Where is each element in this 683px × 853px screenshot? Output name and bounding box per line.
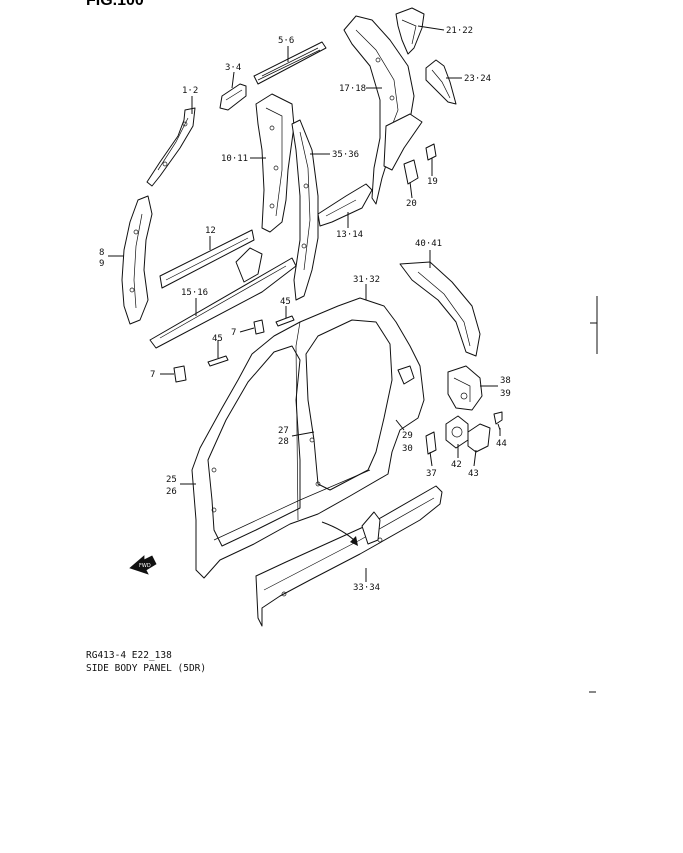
- label-part-45-lower: 45: [212, 334, 223, 344]
- label-part-10-11: 10·11: [221, 154, 248, 164]
- caption-code: RG413-4 E22_138: [86, 650, 172, 661]
- caption-title: SIDE BODY PANEL (5DR): [86, 663, 206, 674]
- leader-lines: [108, 25, 501, 582]
- part-side-body-outer: [191, 297, 425, 579]
- part-plate-45-upper: [275, 315, 295, 327]
- part-a-pillar-strip: [146, 107, 196, 187]
- part-wheelhouse-ext: [399, 261, 481, 357]
- label-part-15-16: 15·16: [181, 288, 208, 298]
- part-sill-reinforcement: [159, 229, 255, 289]
- label-part-44: 44: [496, 439, 507, 449]
- label-part-19: 19: [427, 177, 438, 187]
- assembly-arrow-head: [350, 536, 358, 546]
- label-part-29: 29: [402, 431, 413, 441]
- label-part-25: 25: [166, 475, 177, 485]
- part-hinge-pillar: [121, 195, 153, 325]
- label-part-8: 8: [99, 248, 104, 258]
- label-part-40-41: 40·41: [415, 239, 442, 249]
- label-part-20: 20: [406, 199, 417, 209]
- part-clip: [425, 143, 437, 161]
- part-screw: [493, 411, 503, 431]
- front-arrow-icon: FWD: [129, 555, 157, 575]
- part-roof-bracket: [219, 83, 247, 111]
- label-part-5-6: 5·6: [278, 36, 294, 46]
- label-part-31-32: 31·32: [353, 275, 380, 285]
- part-upper-bracket: [395, 7, 425, 55]
- part-c-pillar-inner: [291, 119, 319, 301]
- label-part-1-2: 1·2: [182, 86, 198, 96]
- part-fuel-lid: [467, 423, 491, 453]
- label-part-3-4: 3·4: [225, 63, 241, 73]
- label-part-42: 42: [451, 460, 462, 470]
- part-rear-bracket: [447, 365, 483, 411]
- label-part-7-upper: 7: [231, 328, 236, 338]
- label-part-9: 9: [99, 259, 104, 269]
- label-part-28: 28: [278, 437, 289, 447]
- part-b-pillar-inner: [255, 93, 295, 233]
- label-part-45-upper: 45: [280, 297, 291, 307]
- part-inner-sill: [149, 247, 297, 349]
- label-part-12: 12: [205, 226, 216, 236]
- part-block-7-upper: [253, 319, 265, 335]
- part-quarter-inner: [343, 15, 423, 205]
- part-plate: [403, 159, 419, 185]
- label-part-27: 27: [278, 426, 289, 436]
- part-plate-45-lower: [207, 355, 229, 367]
- label-part-26: 26: [166, 487, 177, 497]
- front-arrow-text: FWD: [139, 563, 151, 569]
- margin-marks: [589, 296, 598, 693]
- part-block-7-lower: [173, 365, 187, 383]
- part-filler-housing: [445, 415, 469, 449]
- label-part-7-lower: 7: [150, 370, 155, 380]
- part-rocker-extension: [317, 183, 373, 227]
- label-part-30: 30: [402, 444, 413, 454]
- label-part-43: 43: [468, 469, 479, 479]
- label-part-33-34: 33·34: [353, 583, 380, 593]
- label-part-35-36: 35·36: [332, 150, 359, 160]
- part-outer-sill: [255, 485, 443, 627]
- part-gusset: [425, 59, 457, 105]
- label-part-38: 38: [500, 376, 511, 386]
- part-roof-rail: [253, 41, 327, 85]
- label-part-13-14: 13·14: [336, 230, 363, 240]
- label-part-17-18: 17·18: [339, 84, 366, 94]
- label-part-23-24: 23·24: [464, 74, 491, 84]
- label-part-21-22: 21·22: [446, 26, 473, 36]
- label-part-37: 37: [426, 469, 437, 479]
- part-small-bracket-37: [425, 431, 437, 455]
- label-part-39: 39: [500, 389, 511, 399]
- figure-title: FIG.100: [86, 0, 144, 9]
